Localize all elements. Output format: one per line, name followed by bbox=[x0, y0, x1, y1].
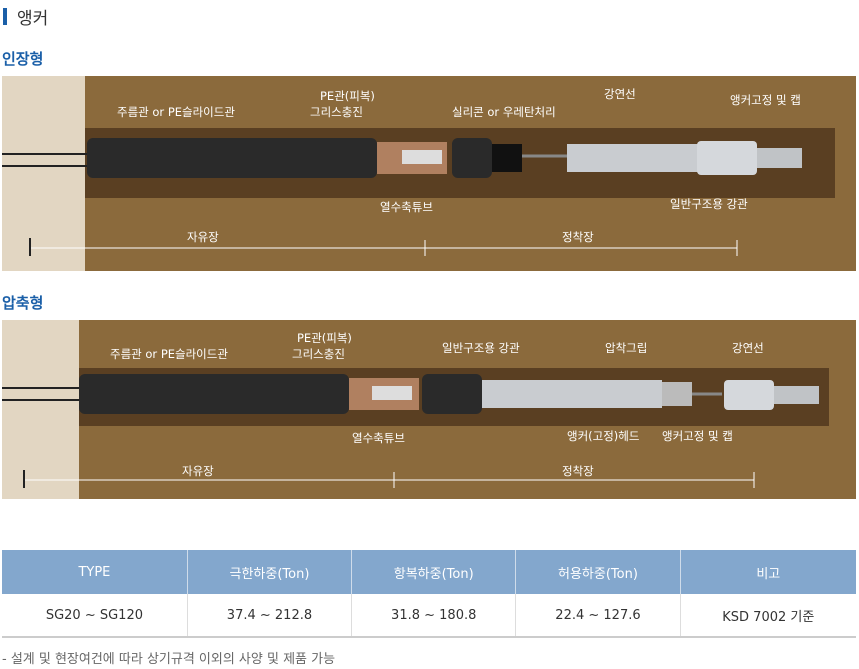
header-remark: 비고 bbox=[680, 550, 856, 594]
label-steel-pipe: 일반구조용 강관 bbox=[442, 341, 520, 355]
label-grease: 그리스충진 bbox=[292, 347, 345, 361]
cell-yield-load: 31.8 ~ 180.8 bbox=[351, 594, 517, 638]
header-type: TYPE bbox=[2, 550, 188, 594]
cell-allowable-load: 22.4 ~ 127.6 bbox=[515, 594, 681, 638]
label-corrugated: 주름관 or PE슬라이드관 bbox=[117, 105, 235, 119]
label-pe-pipe: PE관(피복) bbox=[320, 89, 375, 103]
label-anchor-head: 앵커(고정)헤드 bbox=[567, 429, 639, 443]
label-bond-length: 정착장 bbox=[562, 464, 594, 478]
section-title-compression: 압축형 bbox=[2, 294, 44, 312]
label-anchor-cap: 앵커고정 및 캡 bbox=[730, 93, 801, 107]
section-title-tension: 인장형 bbox=[2, 50, 44, 68]
table-header-row: TYPE 극한하중(Ton) 항복하중(Ton) 허용하중(Ton) 비고 bbox=[2, 550, 856, 594]
header-yield-load: 항복하중(Ton) bbox=[351, 550, 517, 594]
title-text: 앵커 bbox=[17, 9, 49, 29]
label-bond-length: 정착장 bbox=[562, 230, 594, 244]
cell-ultimate-load: 37.4 ~ 212.8 bbox=[187, 594, 353, 638]
label-free-length: 자유장 bbox=[187, 230, 219, 244]
label-silicone: 실리콘 or 우레탄처리 bbox=[452, 105, 556, 119]
label-corrugated: 주름관 or PE슬라이드관 bbox=[110, 347, 228, 361]
footnote: - 설계 및 현장여건에 따라 상기규격 이외의 사양 및 제품 가능 bbox=[2, 652, 336, 667]
label-shrink-tube: 열수축튜브 bbox=[352, 431, 405, 445]
label-free-length: 자유장 bbox=[182, 464, 214, 478]
spec-table: TYPE 극한하중(Ton) 항복하중(Ton) 허용하중(Ton) 비고 SG… bbox=[2, 550, 856, 638]
cell-remark: KSD 7002 기준 bbox=[680, 594, 856, 638]
page-title: 앵커 bbox=[0, 4, 48, 29]
label-pe-pipe: PE관(피복) bbox=[297, 331, 352, 345]
label-shrink-tube: 열수축튜브 bbox=[380, 200, 433, 214]
label-strand: 강연선 bbox=[604, 87, 636, 101]
label-grip: 압착그립 bbox=[605, 341, 647, 355]
header-ultimate-load: 극한하중(Ton) bbox=[187, 550, 353, 594]
label-strand: 강연선 bbox=[732, 341, 764, 355]
tension-anchor-diagram: 주름관 or PE슬라이드관 PE관(피복) 그리스충진 실리콘 or 우레탄처… bbox=[2, 76, 856, 271]
compression-anchor-diagram: 주름관 or PE슬라이드관 PE관(피복) 그리스충진 일반구조용 강관 압착… bbox=[2, 320, 856, 499]
label-steel-pipe: 일반구조용 강관 bbox=[670, 197, 748, 211]
header-allowable-load: 허용하중(Ton) bbox=[515, 550, 681, 594]
cell-type: SG20 ~ SG120 bbox=[2, 594, 188, 638]
label-anchor-cap: 앵커고정 및 캡 bbox=[662, 429, 733, 443]
label-grease: 그리스충진 bbox=[310, 105, 363, 119]
title-bar bbox=[3, 8, 7, 25]
table-row: SG20 ~ SG120 37.4 ~ 212.8 31.8 ~ 180.8 2… bbox=[2, 594, 856, 638]
